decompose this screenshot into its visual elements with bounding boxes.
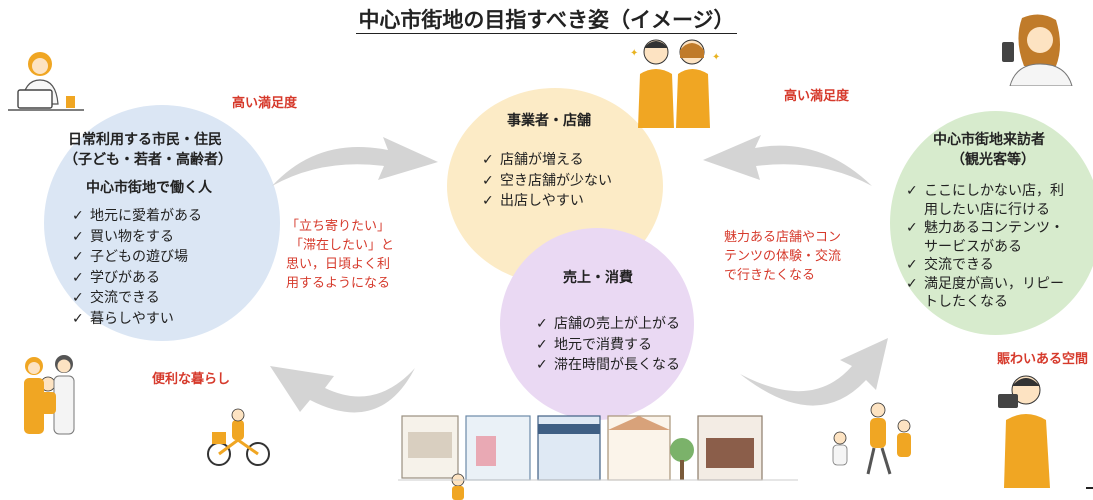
residents-heading-1: 日常利用する市民・住民 [68, 132, 222, 148]
smartphone-user-illustration [1002, 14, 1073, 86]
list-item: 暮らしやすい [72, 309, 202, 330]
list-item: 子どもの遊び場 [72, 247, 202, 268]
arrow-sales-to-visitors [740, 338, 888, 406]
list-item: 交流できる [906, 256, 1064, 275]
list-item: 地元に愛着がある [72, 206, 202, 227]
storefronts-illustration [398, 415, 798, 500]
list-item: 店舗の売上が上がる [536, 314, 680, 335]
family-illustration [24, 355, 75, 435]
diagram-title: 中心市街地の目指すべき姿（イメージ） [356, 8, 737, 34]
list-item: 出店しやすい [482, 191, 612, 212]
list-item: 滞在時間が長くなる [536, 355, 680, 376]
arrow-sales-to-residents [270, 366, 415, 413]
residents-heading-3: 中心市街地で働く人 [86, 180, 212, 196]
list-item: 地元で消費する [536, 335, 680, 356]
office-worker-illustration [8, 52, 84, 111]
business-list: 店舗が増える 空き店舗が少ない 出店しやすい [482, 150, 612, 212]
residents-list: 地元に愛着がある 買い物をする 子どもの遊び場 学びがある 交流できる 暮らしや… [72, 206, 202, 329]
sales-list: 店舗の売上が上がる 地元で消費する 滞在時間が長くなる [536, 314, 680, 376]
list-item: 魅力あるコンテンツ・サービスがある [906, 219, 1064, 256]
arrow-visitors-to-business [703, 135, 872, 186]
list-item: 買い物をする [72, 227, 202, 248]
list-item: 学びがある [72, 268, 202, 289]
list-item: 空き店舗が少ない [482, 171, 612, 192]
list-item: 交流できる [72, 288, 202, 309]
note-attractive: 魅力ある店舗やコン テンツの体験・交流 で行きたくなる [724, 230, 842, 283]
residents-heading-2: （子ども・若者・高齢者） [64, 152, 232, 168]
sales-heading: 売上・消費 [563, 270, 633, 286]
label-high-satisfaction-right: 高い満足度 [784, 89, 850, 104]
visitors-heading-2: （観光客等） [951, 152, 1035, 168]
label-high-satisfaction-left: 高い満足度 [232, 96, 298, 111]
walking-people-illustration [832, 402, 911, 475]
svg-text:✦: ✦ [630, 48, 638, 59]
arrow-residents-to-business [272, 137, 438, 186]
cyclist-illustration [207, 408, 270, 466]
business-heading: 事業者・店舗 [507, 113, 591, 129]
label-lively-space: 賑わいある空間 [997, 352, 1089, 367]
page-marker [1086, 487, 1093, 489]
shopkeepers-illustration: ✦✦ [630, 39, 720, 128]
label-convenient-life: 便利な暮らし [152, 372, 231, 387]
visitors-heading-1: 中心市街地来訪者 [933, 132, 1045, 148]
photographer-illustration [998, 375, 1050, 488]
svg-text:✦: ✦ [712, 52, 720, 63]
list-item: 店舗が増える [482, 150, 612, 171]
note-drop-in: 「立ち寄りたい」 「滞在したい」と 思い，日頃よく利 用するようになる [286, 219, 395, 291]
